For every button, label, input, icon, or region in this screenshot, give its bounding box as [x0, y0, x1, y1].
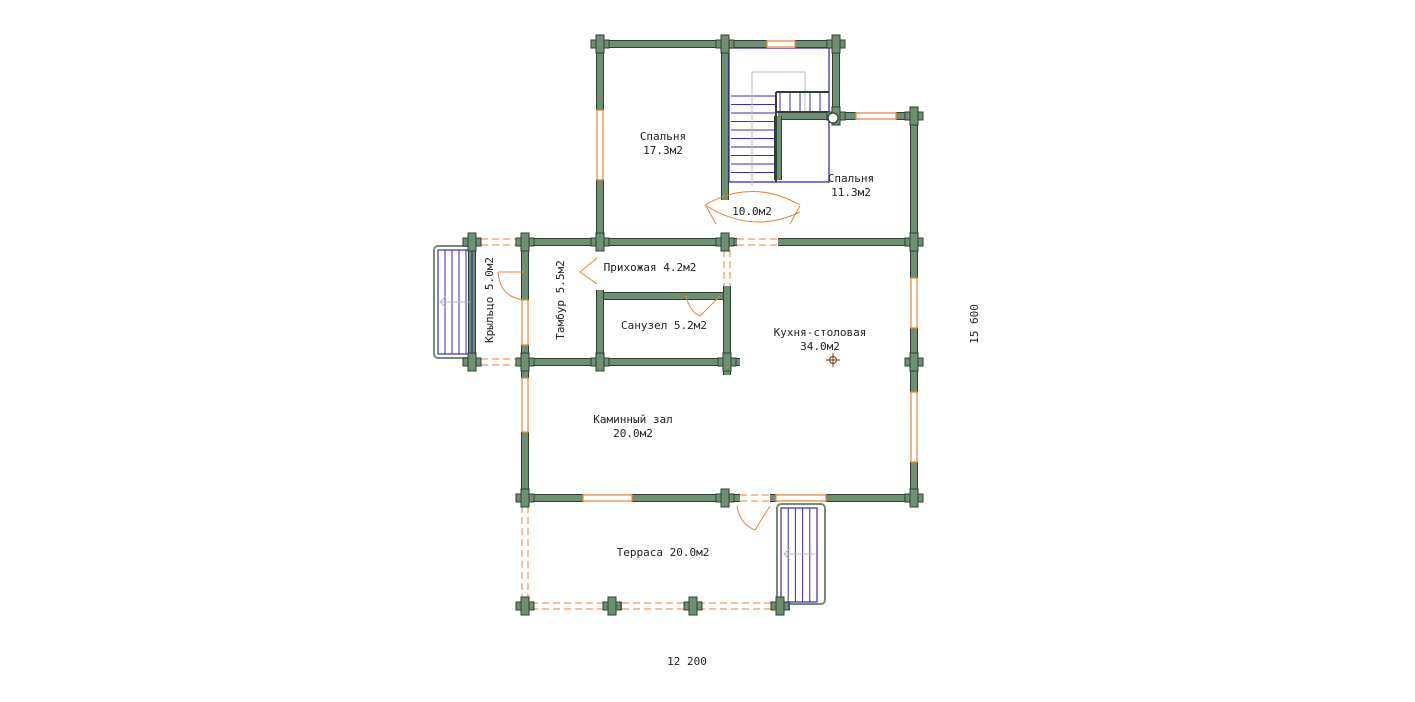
kitchen-area: 34.0м2: [800, 340, 840, 353]
door-hall-leafs: [705, 205, 801, 225]
window-kitchen-east-2-gap: [910, 392, 918, 462]
log-joint-core-13: [724, 359, 730, 365]
log-joint-core-16: [722, 495, 728, 501]
bedroom1-area: 17.3м2: [643, 144, 683, 157]
bedroom2-name: Спальня: [828, 172, 874, 185]
log-joint-core-4: [911, 113, 917, 119]
bathroom-label: Санузел 5.2м2: [621, 319, 707, 332]
bedroom2-area: 11.3м2: [831, 186, 871, 199]
log-joint-core-9: [522, 239, 528, 245]
room-labels: Спальня 17.3м2 Спальня 11.3м2 10.0м2 При…: [483, 130, 874, 559]
porch-label: Крыльцо 5.0м2: [483, 257, 496, 343]
window-bedroom1-west-gap: [596, 110, 604, 180]
log-joint-core-6: [722, 239, 728, 245]
window-north-stair-gap: [767, 40, 795, 48]
vestibule-label: Тамбур 5.5м2: [554, 260, 567, 339]
stair-porch: [433, 245, 473, 359]
door-hallway: [579, 257, 598, 285]
log-joint-core-2: [833, 41, 839, 47]
hall-area: 10.0м2: [732, 205, 772, 218]
window-south-2-gap: [776, 494, 826, 502]
log-joint-core-10: [469, 359, 475, 365]
dimension-height: 15 600: [968, 304, 981, 344]
terrace-label: Терраса 20.0м2: [617, 546, 710, 559]
log-joint-core-18: [522, 603, 528, 609]
stair-terrace: [776, 503, 826, 605]
log-joint-core-11: [522, 359, 528, 365]
openings: [481, 40, 918, 611]
log-joint-core-15: [522, 495, 528, 501]
fireplace-name: Каминный зал: [593, 413, 672, 426]
stair-post-circle: [827, 112, 839, 124]
log-joint-core-1: [722, 41, 728, 47]
log-joint-core-5: [597, 239, 603, 245]
dimension-width: 12 200: [667, 655, 707, 668]
chimney-symbol: [826, 353, 840, 367]
log-joints: [462, 34, 924, 616]
hallway-label: Прихожая 4.2м2: [604, 261, 697, 274]
stair-porch-inner: [437, 249, 473, 355]
window-fireplace-west-gap: [521, 378, 529, 432]
log-joint-core-14: [911, 359, 917, 365]
log-joint-core-12: [597, 359, 603, 365]
stair-terrace-frame: [776, 503, 826, 605]
door-bathroom: [685, 295, 721, 317]
log-joint-core-7: [911, 239, 917, 245]
bedroom1-name: Спальня: [640, 130, 686, 143]
stair-terrace-inner: [780, 507, 818, 603]
log-joint-core-0: [597, 41, 603, 47]
window-bedroom2-north-gap: [856, 112, 896, 120]
log-joint-core-8: [469, 239, 475, 245]
stair-terrace-arrow: [783, 547, 815, 561]
door-terrace: [736, 505, 771, 531]
kitchen-name: Кухня-столовая: [774, 326, 867, 339]
window-south-1-gap: [583, 494, 632, 502]
door-hall-arc: [704, 191, 801, 223]
stair-upper-stringer: [775, 91, 829, 182]
window-kitchen-east-1-gap: [910, 278, 918, 328]
stair-porch-arrow: [439, 295, 470, 309]
log-joint-core-21: [777, 603, 783, 609]
log-joint-core-20: [690, 603, 696, 609]
window-vestibule-west-gap: [521, 300, 529, 345]
door-porch: [497, 271, 526, 301]
dimension-labels: 12 200 15 600: [667, 304, 981, 668]
log-joint-core-19: [609, 603, 615, 609]
fireplace-area: 20.0м2: [613, 427, 653, 440]
log-joint-core-17: [911, 495, 917, 501]
